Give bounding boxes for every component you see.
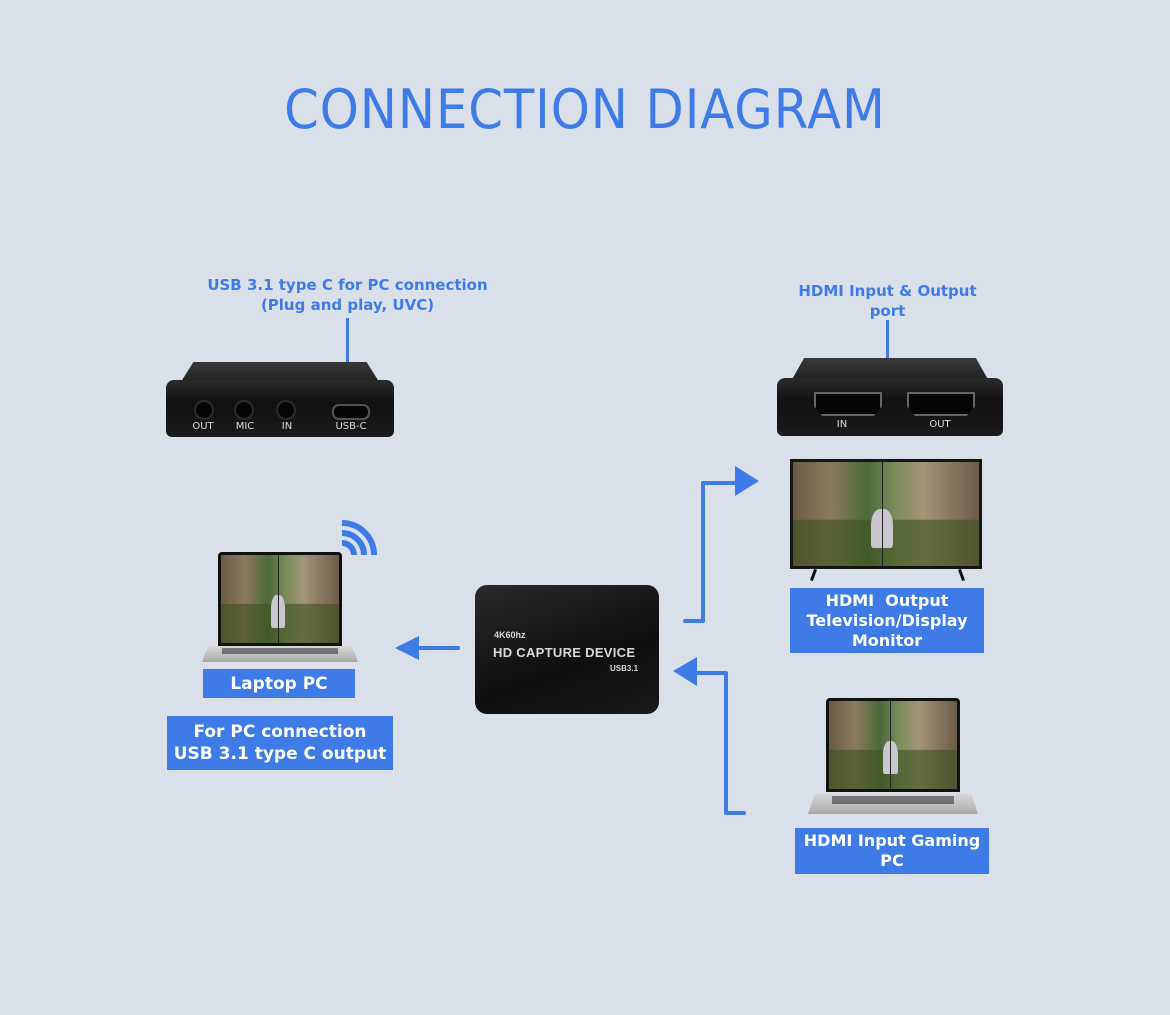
- gaming-pc-image: [806, 698, 980, 820]
- port-label-hdmi-in: IN: [836, 419, 848, 430]
- port-label-mic: MIC: [235, 421, 255, 432]
- gaming-pc-line1: HDMI Input Gaming: [803, 831, 981, 850]
- hdmi-callout-line2: port: [869, 302, 906, 320]
- tv-screen: [790, 459, 982, 569]
- gaming-pc-keyboard: [832, 796, 954, 804]
- audio-out-jack: [194, 400, 214, 420]
- tv-output-line3: Monitor: [851, 630, 923, 650]
- gaming-pc-line2: PC: [880, 851, 904, 870]
- tv-display-image: [790, 459, 982, 582]
- laptop-keyboard: [222, 648, 338, 654]
- port-label-hdmi-out: OUT: [929, 419, 951, 430]
- hdmi-callout-line1: HDMI Input & Output: [798, 282, 977, 300]
- port-label-in: IN: [281, 421, 293, 432]
- page-title: CONNECTION DIAGRAM: [284, 78, 886, 141]
- gaming-pc-label: HDMI Input Gaming PC: [795, 828, 989, 874]
- audio-in-jack: [276, 400, 296, 420]
- port-label-out: OUT: [192, 421, 214, 432]
- capture-device-image: 4K60hz HD CAPTURE DEVICE USB3.1: [475, 585, 659, 714]
- device-front-panel: IN OUT: [777, 378, 1003, 436]
- hdmi-pointer-line: [886, 320, 889, 390]
- capture-device-spec: 4K60hz: [494, 630, 526, 640]
- hdmi-out-port: [907, 392, 975, 416]
- arrow-from-gaming-pc: [673, 657, 746, 815]
- capture-device-name: HD CAPTURE DEVICE: [493, 645, 636, 660]
- laptop-pc-note-line2: USB 3.1 type C output: [173, 744, 387, 764]
- port-label-usb-c: USB-C: [335, 421, 367, 432]
- usb-pointer-line: [346, 318, 349, 386]
- laptop-pc-note-line1: For PC connection: [193, 722, 367, 742]
- arrow-to-laptop: [395, 636, 460, 660]
- tv-output-line1: HDMI Output: [825, 590, 949, 610]
- laptop-pc-label: Laptop PC: [203, 669, 355, 698]
- laptop-pc-note: For PC connection USB 3.1 type C output: [167, 716, 393, 770]
- hdmi-side-device-image: IN OUT: [777, 358, 1003, 436]
- laptop-screen: [218, 552, 342, 646]
- capture-device-interface: USB3.1: [610, 664, 639, 673]
- device-top-surface: [179, 362, 381, 384]
- wifi-signal-icon: [341, 520, 377, 556]
- hdmi-callout: HDMI Input & Output port: [790, 281, 985, 321]
- usb-callout-line1: USB 3.1 type C for PC connection: [207, 276, 488, 294]
- gaming-pc-screen: [826, 698, 960, 792]
- usb-c-port: [332, 404, 370, 420]
- tv-output-label: HDMI Output Television/Display Monitor: [790, 588, 984, 653]
- mic-jack: [234, 400, 254, 420]
- usb-callout: USB 3.1 type C for PC connection (Plug a…: [200, 275, 495, 315]
- usb-side-device-image: OUT MIC IN USB-C: [166, 362, 394, 437]
- usb-callout-line2: (Plug and play, UVC): [260, 296, 435, 314]
- laptop-pc-image: [200, 552, 360, 666]
- device-front-panel: OUT MIC IN USB-C: [166, 380, 394, 437]
- tv-output-line2: Television/Display: [806, 610, 968, 630]
- hdmi-in-port: [814, 392, 882, 416]
- arrow-to-tv: [683, 466, 759, 623]
